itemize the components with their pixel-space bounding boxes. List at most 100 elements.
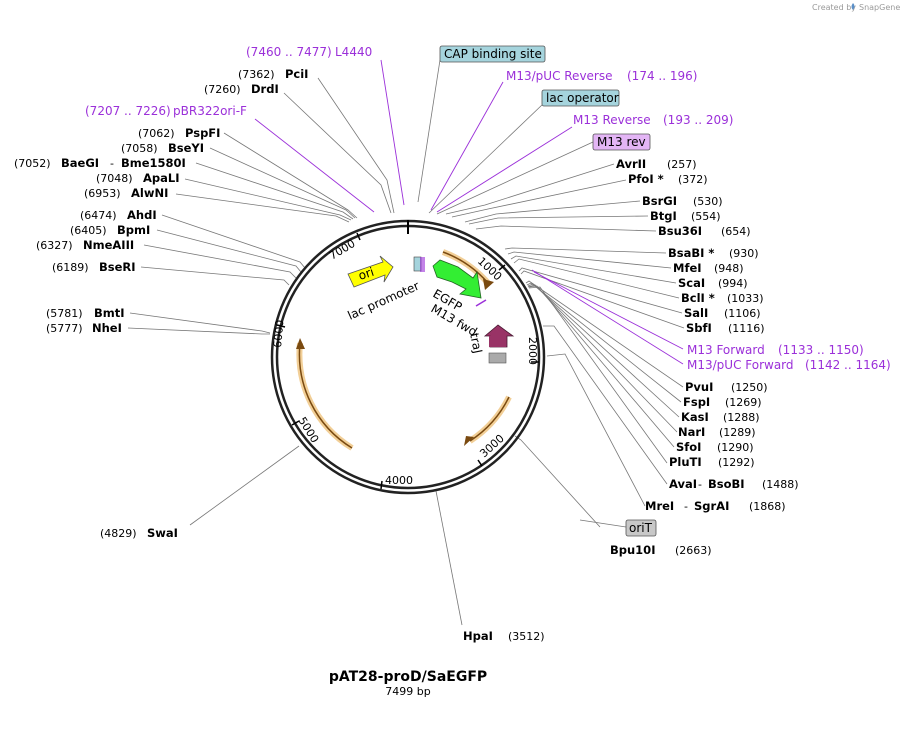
enzyme-pos: (6953) xyxy=(84,187,121,200)
enzyme-pos: (6327) xyxy=(36,239,73,252)
svg-text:CAP binding site: CAP binding site xyxy=(444,47,542,61)
enzyme-name: Bsu36I xyxy=(658,224,702,238)
scale-ticks xyxy=(276,232,539,490)
primer-pbr322ori-f-range: (7207 .. 7226) xyxy=(85,104,171,118)
enzyme-name: DrdI xyxy=(251,82,279,96)
enzyme-pos: (7260) xyxy=(204,83,241,96)
enzyme-separator: - xyxy=(684,500,688,513)
enzyme-pos: (1033) xyxy=(727,292,764,305)
primer-m13-reverse-range: (193 .. 209) xyxy=(663,113,733,127)
enzyme-name: SbfI xyxy=(686,321,712,335)
enzyme-name: SwaI xyxy=(147,526,178,540)
enzyme-pos: (7362) xyxy=(238,68,275,81)
enzyme-name: PfoI * xyxy=(628,172,664,186)
enzyme-pos: (1269) xyxy=(725,396,762,409)
enzyme-name: FspI xyxy=(683,395,710,409)
enzyme-pos: (4829) xyxy=(100,527,137,540)
enzyme-name: BaeGI xyxy=(61,156,99,170)
traj-label: traJ xyxy=(467,332,485,355)
enzyme-pos: (2663) xyxy=(675,544,712,557)
enzyme-name: NarI xyxy=(678,425,705,439)
svg-text:oriT: oriT xyxy=(629,521,653,535)
enzyme-name: Bpu10I xyxy=(610,543,655,557)
ori-feature xyxy=(347,255,394,288)
enzyme-name: PciI xyxy=(285,67,308,81)
primer-l4440-range: (7460 .. 7477) xyxy=(246,45,332,59)
enzyme-name: SfoI xyxy=(676,440,701,454)
brand-text: SnapGene xyxy=(859,3,900,12)
enzyme-pos: (1488) xyxy=(762,478,799,491)
enzyme-pos: (530) xyxy=(693,195,723,208)
enzyme-name: NheI xyxy=(92,321,122,335)
ori-label: ori xyxy=(357,265,376,283)
snapgene-logo xyxy=(851,3,855,10)
tick-label-7000: 7000 xyxy=(327,237,358,263)
primer-m13-puc-forward-range: (1142 .. 1164) xyxy=(805,358,891,372)
enzyme-pos: (5777) xyxy=(46,322,83,335)
orf-arcs xyxy=(296,249,512,451)
enzyme-pos: (257) xyxy=(667,158,697,171)
traj-feature xyxy=(483,324,515,364)
enzyme-pos: (7048) xyxy=(96,172,133,185)
plasmid-length: 7499 bp xyxy=(385,685,430,698)
enzyme-name: SgrAI xyxy=(694,499,729,513)
svg-text:M13 rev: M13 rev xyxy=(597,135,646,149)
enzyme-pos: (1868) xyxy=(749,500,786,513)
enzyme-pos: (994) xyxy=(718,277,748,290)
enzyme-pos: (930) xyxy=(729,247,759,260)
enzyme-pos: (372) xyxy=(678,173,708,186)
enzyme-name: AvrII xyxy=(616,157,646,171)
enzyme-pos: (554) xyxy=(691,210,721,223)
enzyme-name: BsaBI * xyxy=(668,246,714,260)
enzyme-name: NmeAIII xyxy=(83,238,134,252)
enzyme-pos: (7062) xyxy=(138,127,175,140)
enzymes-right: AvrII (257) PfoI * (372) BsrGI (530) Btg… xyxy=(463,157,799,643)
enzyme-name: BseYI xyxy=(168,141,204,155)
svg-text:lac operator: lac operator xyxy=(546,91,619,105)
primer-labels: (7460 .. 7477) L4440 M13/pUC Reverse (17… xyxy=(85,45,891,372)
enzyme-pos: (1292) xyxy=(718,456,755,469)
enzyme-name: KasI xyxy=(681,410,709,424)
leader-lines xyxy=(127,59,685,626)
enzyme-name: AvaI xyxy=(669,477,697,491)
enzyme-name: HpaI xyxy=(463,629,493,643)
enzyme-pos: (7052) xyxy=(14,157,51,170)
enzyme-name: AlwNI xyxy=(131,186,168,200)
enzyme-name: AhdI xyxy=(127,208,157,222)
enzyme-name: PluTI xyxy=(669,455,702,469)
lac-operator-box: lac operator xyxy=(541,89,620,107)
credit-text: Created by xyxy=(812,3,856,12)
enzymes-left: (7362) PciI (7260) DrdI (7062) PspFI (70… xyxy=(14,67,308,540)
primer-m13-reverse-name: M13 Reverse xyxy=(573,113,651,127)
primer-m13-puc-reverse-name: M13/pUC Reverse xyxy=(506,69,613,83)
plasmid-name: pAT28-proD/SaEGFP xyxy=(329,669,487,685)
enzyme-name: BclI * xyxy=(681,291,715,305)
enzyme-separator: - xyxy=(110,157,114,170)
enzyme-name: SalI xyxy=(684,306,708,320)
primer-m13-puc-forward-name: M13/pUC Forward xyxy=(687,358,794,372)
tick-label-6000: 6000 xyxy=(271,319,286,348)
enzyme-name: BmtI xyxy=(94,306,125,320)
tick-label-2000: 2000 xyxy=(526,337,539,365)
enzyme-pos: (1250) xyxy=(731,381,768,394)
enzyme-pos: (6474) xyxy=(80,209,117,222)
enzyme-name: PvuI xyxy=(685,380,713,394)
enzyme-name: ApaLI xyxy=(143,171,180,185)
tick-label-1000: 1000 xyxy=(475,255,504,284)
enzyme-pos: (5781) xyxy=(46,307,83,320)
enzyme-pos: (6405) xyxy=(70,224,107,237)
enzyme-pos: (7058) xyxy=(121,142,158,155)
enzyme-pos: (1116) xyxy=(728,322,765,335)
orit-box: oriT xyxy=(625,519,657,537)
enzyme-name: Bme1580I xyxy=(121,156,186,170)
enzyme-name: BsrGI xyxy=(642,194,677,208)
enzyme-pos: (1288) xyxy=(723,411,760,424)
enzyme-pos: (1106) xyxy=(724,307,761,320)
enzyme-pos: (3512) xyxy=(508,630,545,643)
enzyme-pos: (948) xyxy=(714,262,744,275)
primer-m13-puc-reverse-range: (174 .. 196) xyxy=(627,69,697,83)
lac-promoter-feature xyxy=(413,256,425,272)
m13-fwd-mark xyxy=(475,299,487,307)
enzyme-separator: - xyxy=(698,478,702,491)
m13-rev-box: M13 rev xyxy=(592,133,651,151)
